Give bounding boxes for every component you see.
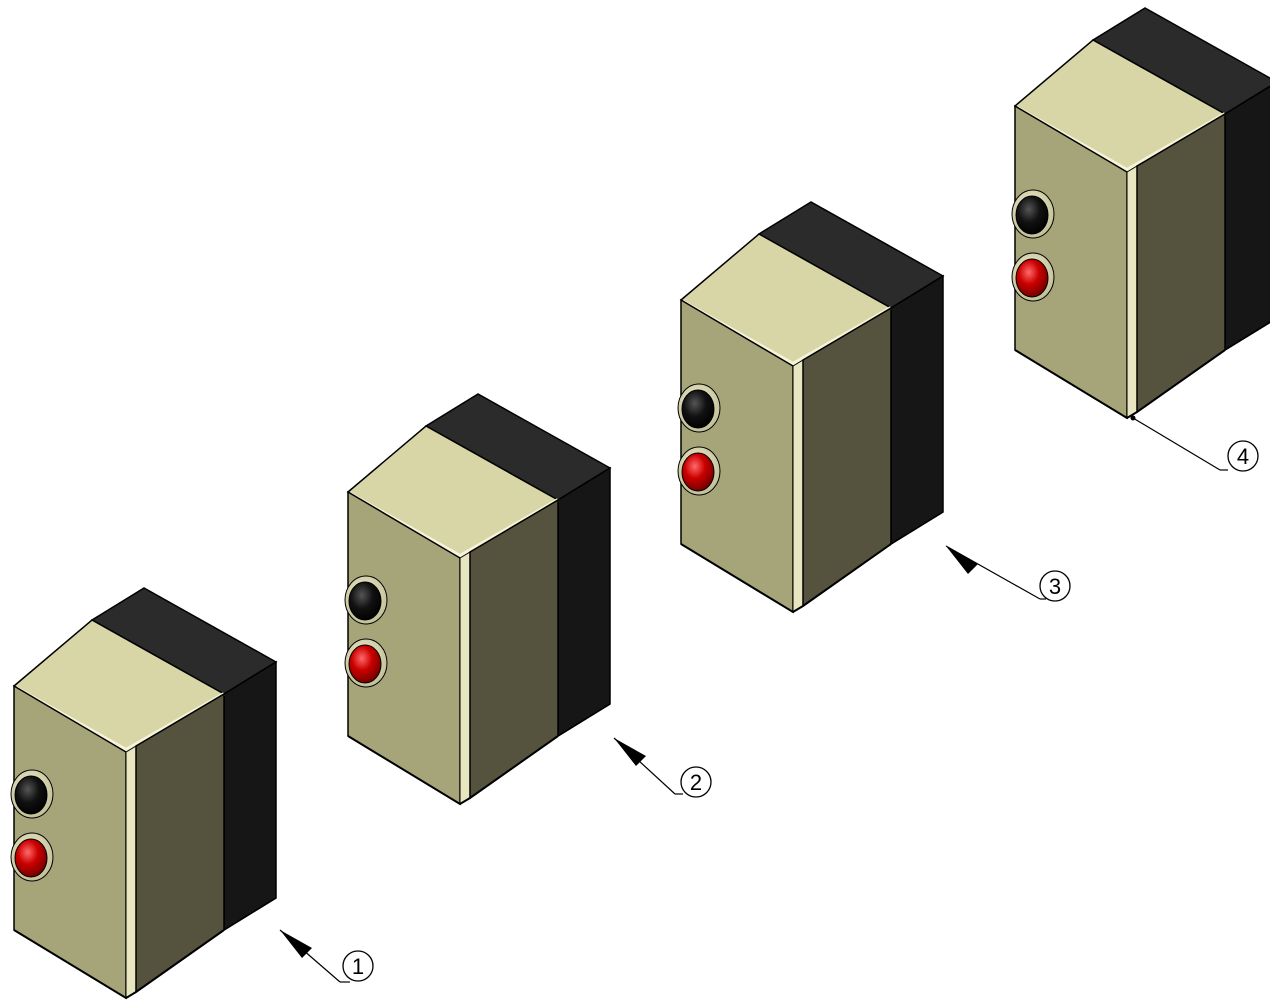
balloon-label: 1 [352,954,364,979]
leader-line-3 [945,545,1046,600]
balloon-label: 3 [1049,574,1061,599]
leader-line-2 [613,737,683,795]
balloon-4: 4 [1227,440,1259,472]
leader-line-1 [279,929,350,983]
enclosure-3 [676,200,945,614]
enclosure-4 [1010,6,1270,420]
enclosure-1 [9,586,278,1000]
leader-line-4 [1130,415,1228,471]
balloon-3: 3 [1039,570,1071,602]
balloon-2: 2 [680,766,712,798]
enclosure-2 [343,392,612,806]
balloon-1: 1 [342,950,374,982]
balloon-label: 2 [690,770,702,795]
balloon-label: 4 [1237,444,1249,469]
